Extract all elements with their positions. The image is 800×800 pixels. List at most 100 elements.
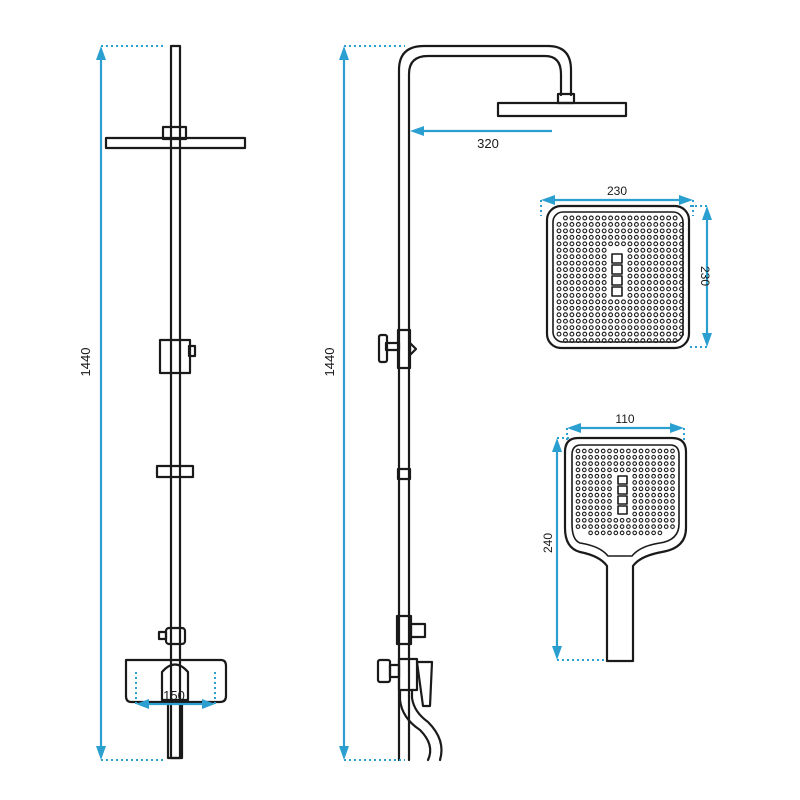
side-height-dimension: 1440 [322, 45, 405, 761]
nozzle [588, 492, 593, 498]
nozzle [575, 215, 581, 221]
nozzle [613, 530, 619, 536]
nozzle [653, 267, 659, 273]
nozzle [569, 247, 575, 253]
nozzle [626, 530, 631, 536]
nozzle [556, 247, 562, 253]
nozzle [663, 524, 669, 529]
nozzle [679, 280, 684, 285]
nozzle [633, 286, 639, 292]
nozzle [646, 292, 652, 298]
nozzle [672, 273, 678, 279]
nozzle [607, 473, 612, 479]
nozzle [575, 448, 581, 454]
nozzle [556, 286, 562, 292]
hand-length-dimension: 240 [541, 437, 607, 661]
nozzle [608, 312, 614, 318]
side-holder-cone [408, 341, 418, 357]
nozzle [633, 254, 639, 260]
nozzle [679, 234, 684, 240]
nozzle [646, 286, 652, 292]
nozzle [607, 461, 612, 466]
nozzle [614, 241, 620, 247]
nozzle [659, 280, 665, 285]
nozzle [627, 228, 633, 234]
nozzle [659, 273, 665, 279]
nozzle [646, 228, 652, 234]
nozzle [644, 467, 650, 473]
hand-shower-view [563, 436, 688, 663]
nozzle [627, 280, 633, 285]
nozzle [619, 461, 625, 466]
nozzle [627, 286, 633, 292]
nozzle [569, 215, 575, 221]
nozzle [614, 331, 620, 337]
nozzle [640, 325, 646, 331]
nozzle [582, 280, 588, 285]
nozzle [633, 331, 639, 337]
nozzle [600, 454, 606, 460]
nozzle [663, 492, 669, 498]
nozzle [640, 215, 646, 221]
side-pipe-clamp [396, 467, 412, 481]
nozzle [614, 215, 620, 221]
mixer-width-dimension: 150 [135, 672, 216, 709]
nozzle [653, 273, 659, 279]
nozzle [666, 260, 672, 266]
nozzle [556, 222, 562, 227]
nozzle [556, 331, 562, 337]
nozzle [659, 215, 665, 221]
nozzle [657, 486, 663, 492]
nozzle [613, 524, 619, 529]
nozzle [575, 267, 581, 273]
nozzle [588, 299, 594, 305]
nozzle [640, 260, 646, 266]
nozzle [575, 286, 581, 292]
nozzle [679, 325, 684, 331]
nozzle [663, 486, 669, 492]
nozzle [672, 254, 678, 260]
nozzle [607, 505, 612, 511]
nozzle [659, 254, 665, 260]
nozzle [608, 222, 614, 227]
nozzle [626, 454, 631, 460]
nozzle [575, 260, 581, 266]
nozzle [588, 499, 593, 504]
nozzle [638, 486, 644, 492]
nozzle [607, 492, 612, 498]
nozzle [607, 524, 612, 529]
nozzle [679, 292, 684, 298]
nozzle [657, 517, 663, 523]
nozzle [666, 280, 672, 285]
nozzle [638, 511, 644, 517]
nozzle [575, 461, 581, 466]
nozzle [569, 241, 575, 247]
nozzle [581, 486, 587, 492]
nozzle [632, 524, 638, 529]
nozzle [569, 331, 575, 337]
nozzle [663, 511, 669, 517]
nozzle [594, 448, 600, 454]
nozzle [632, 517, 638, 523]
nozzle [588, 448, 593, 454]
nozzle [556, 292, 562, 298]
nozzle [601, 260, 607, 266]
nozzle [646, 267, 652, 273]
nozzle [626, 448, 631, 454]
nozzle [608, 331, 614, 337]
front-pipe-clamp [155, 464, 195, 479]
nozzle [651, 473, 656, 479]
nozzle [588, 247, 594, 253]
nozzle [601, 292, 607, 298]
nozzle [646, 318, 652, 324]
front-head-connector [161, 125, 188, 141]
arm-reach-label: 320 [477, 136, 499, 151]
nozzle [646, 312, 652, 318]
nozzle [588, 530, 593, 536]
nozzle [575, 524, 581, 529]
nozzle [613, 461, 619, 466]
nozzle [663, 461, 669, 466]
nozzle [663, 517, 669, 523]
nozzle [588, 318, 594, 324]
nozzle [601, 234, 607, 240]
